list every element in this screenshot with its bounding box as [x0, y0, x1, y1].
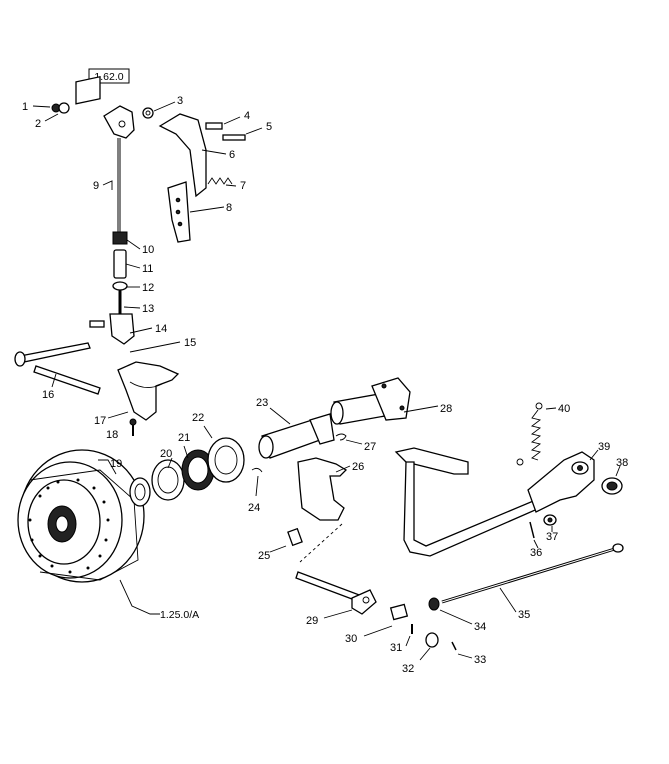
callout-23: 23 [256, 397, 268, 409]
callout-34: 34 [474, 621, 486, 633]
callout-35: 35 [518, 609, 530, 621]
callout-24: 24 [248, 502, 260, 514]
callout-32: 32 [402, 663, 414, 675]
callout-5: 5 [266, 121, 272, 133]
callout-25: 25 [258, 550, 270, 562]
callout-22: 22 [192, 412, 204, 424]
callout-4: 4 [244, 110, 250, 122]
callout-13: 13 [142, 303, 154, 315]
callout-40: 40 [558, 403, 570, 415]
cross-shaft-29 [295, 523, 377, 619]
callout-30: 30 [345, 633, 357, 645]
callout-14: 14 [155, 323, 167, 335]
callout-7: 7 [240, 180, 246, 192]
return-spring-40 [516, 402, 557, 466]
nut-3 [142, 101, 176, 119]
bearing-rings-20-22 [129, 425, 245, 507]
callout-8: 8 [226, 202, 232, 214]
callout-labels: 1 2 3 4 5 6 7 8 9 10 11 12 13 14 15 16 1… [22, 95, 628, 675]
small-parts-30-34 [363, 597, 473, 661]
pedal-rod-35 [441, 543, 624, 613]
reference-top-label: 1.62.0 [94, 71, 123, 83]
clutch-pedal-39 [394, 447, 599, 557]
callout-28: 28 [440, 403, 452, 415]
callout-10: 10 [142, 244, 154, 256]
callout-16: 16 [42, 389, 54, 401]
release-sleeve-23 [258, 407, 335, 459]
callout-38: 38 [616, 457, 628, 469]
callout-11: 11 [142, 263, 153, 275]
clip-24 [251, 467, 263, 497]
callout-31: 31 [390, 642, 402, 654]
bush-38 [601, 465, 623, 495]
bolt-nut-1-2 [32, 102, 70, 122]
pedal-bracket-6-8 [158, 113, 227, 243]
callout-29: 29 [306, 615, 318, 627]
spring-clip-27 [335, 433, 363, 445]
callout-21: 21 [178, 432, 190, 444]
callout-1: 1 [22, 101, 28, 113]
release-fork-17 [107, 361, 180, 436]
callout-15: 15 [184, 337, 196, 349]
bolt-25 [269, 527, 303, 553]
callout-17: 17 [94, 415, 106, 427]
spring-7 [207, 177, 237, 187]
upper-lever-bracket [102, 105, 135, 232]
pin-36-washer-37 [529, 514, 557, 549]
callout-3: 3 [177, 95, 183, 107]
callout-37: 37 [546, 531, 558, 543]
callout-6: 6 [229, 149, 235, 161]
callout-27: 27 [364, 441, 376, 453]
rod-components-10-13 [89, 231, 153, 345]
callout-2: 2 [35, 118, 41, 130]
callout-26: 26 [352, 461, 364, 473]
cross-shaft-15-16 [14, 341, 181, 395]
callout-20: 20 [160, 448, 172, 460]
release-fork-26 [297, 457, 351, 521]
reference-box-top: 1.62.0 [75, 68, 130, 105]
pins-4-5 [205, 116, 263, 141]
callout-18: 18 [106, 429, 118, 441]
callout-12: 12 [142, 282, 154, 294]
callout-33: 33 [474, 654, 486, 666]
reference-clutch-label: 1.25.0/A [160, 609, 199, 621]
callout-19: 19 [110, 458, 122, 470]
callout-9: 9 [93, 180, 99, 192]
clutch-assembly-19 [17, 449, 160, 615]
guide-tube-28 [330, 377, 439, 425]
callout-39: 39 [598, 441, 610, 453]
callout-36: 36 [530, 547, 542, 559]
